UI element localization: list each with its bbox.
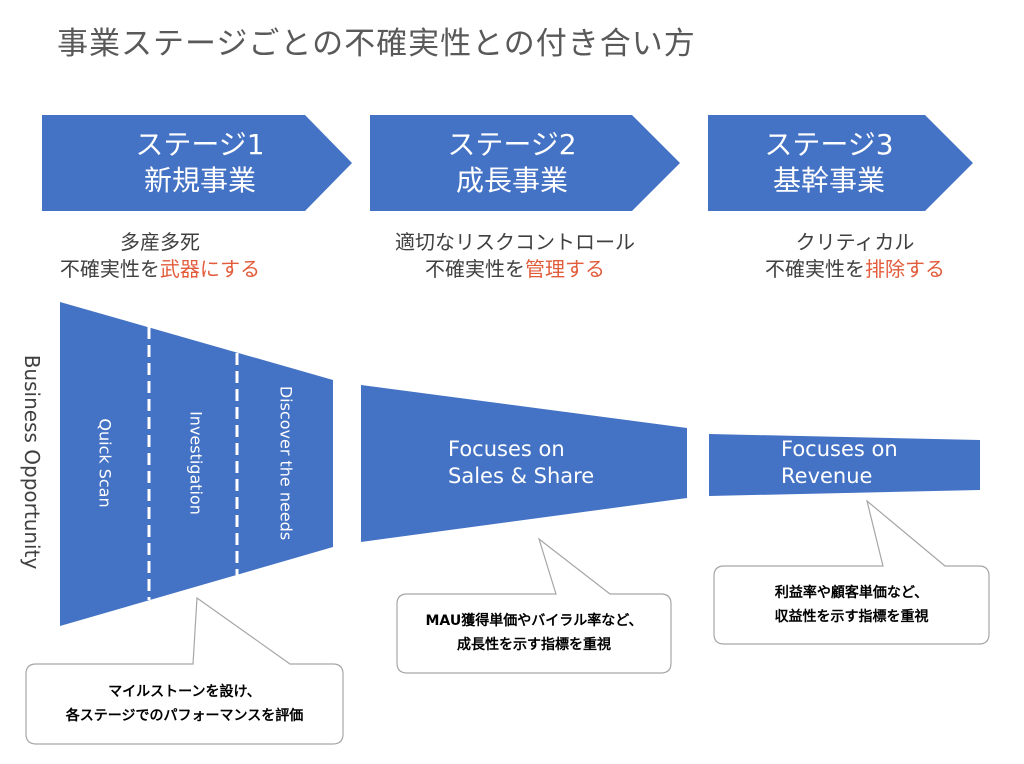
stage1-type: 新規事業 [143, 164, 256, 197]
callout-stage1-bubble [25, 596, 344, 745]
stage1-chevron-label: ステージ1 新規事業 [120, 127, 280, 199]
stage3-chevron-label: ステージ3 基幹事業 [749, 127, 909, 199]
stage1-desc-line2: 不確実性を武器にする [59, 257, 261, 281]
business-opportunity-label: Business Opportunity [20, 354, 44, 570]
stage3-description: クリティカル 不確実性を排除する [735, 229, 975, 283]
stage2-name: ステージ2 [447, 128, 577, 161]
stage3-desc-line2: 不確実性を排除する [765, 257, 945, 281]
stage1-name: ステージ1 [135, 128, 265, 161]
callout-stage2-bubble [396, 537, 672, 674]
stage3-chevron [708, 115, 973, 211]
stage3-name: ステージ3 [764, 128, 894, 161]
stage2-chevron-label: ステージ2 成長事業 [432, 127, 592, 199]
callout-stage2-text: MAU獲得単価やバイラル率など、 成長性を示す指標を重視 [397, 609, 671, 657]
stage2-focus-line1: Focuses on [448, 437, 565, 461]
stage1-desc-accent: 武器にする [159, 257, 261, 281]
stage1-chevron [42, 115, 352, 211]
stage3-focus-text: Focuses on Revenue [781, 436, 898, 490]
callout-stage3-line1: 利益率や顧客単価など、 [774, 585, 929, 601]
stage1-description: 多産多死 不確実性を武器にする [40, 229, 280, 283]
phase-label-quick-scan: Quick Scan [95, 418, 115, 508]
stage2-funnel [361, 385, 687, 542]
callout-stage2-line1: MAU獲得単価やバイラル率など、 [425, 613, 643, 629]
phase-label-investigation: Investigation [186, 411, 206, 515]
stage1-desc-line1: 多産多死 [120, 230, 200, 254]
callout-stage1-line2: 各ステージでのパフォーマンスを評価 [65, 708, 304, 724]
phase-label-discover-needs: Discover the needs [276, 385, 296, 541]
stage2-desc-accent: 管理する [525, 257, 605, 281]
callout-stage3-text: 利益率や顧客単価など、 収益性を示す指標を重視 [714, 581, 989, 629]
callout-stage1-line1: マイルストーンを設け、 [108, 684, 261, 700]
stage2-description: 適切なリスクコントロール 不確実性を管理する [375, 229, 655, 283]
callout-stage2-line2: 成長性を示す指標を重視 [457, 637, 611, 653]
stage2-desc-line1: 適切なリスクコントロール [395, 230, 635, 254]
stage3-type: 基幹事業 [772, 164, 885, 197]
stage3-desc-accent: 排除する [865, 257, 945, 281]
stage1-funnel [60, 302, 333, 626]
stage2-type: 成長事業 [455, 164, 568, 197]
callout-stage3-bubble [713, 499, 990, 645]
stage2-chevron [370, 115, 680, 211]
stage2-focus-line2: Sales & Share [448, 464, 595, 488]
stage3-focus-line2: Revenue [781, 464, 873, 488]
page-title: 事業ステージごとの不確実性との付き合い方 [57, 26, 696, 62]
callout-stage1-text: マイルストーンを設け、 各ステージでのパフォーマンスを評価 [26, 680, 343, 728]
callout-stage3-line2: 収益性を示す指標を重視 [774, 609, 929, 625]
stage3-focus-line1: Focuses on [781, 437, 898, 461]
stage3-bar [709, 434, 980, 496]
stage2-focus-text: Focuses on Sales & Share [448, 436, 594, 490]
stage2-desc-line2: 不確実性を管理する [425, 257, 605, 281]
stage3-desc-line1: クリティカル [795, 230, 915, 254]
